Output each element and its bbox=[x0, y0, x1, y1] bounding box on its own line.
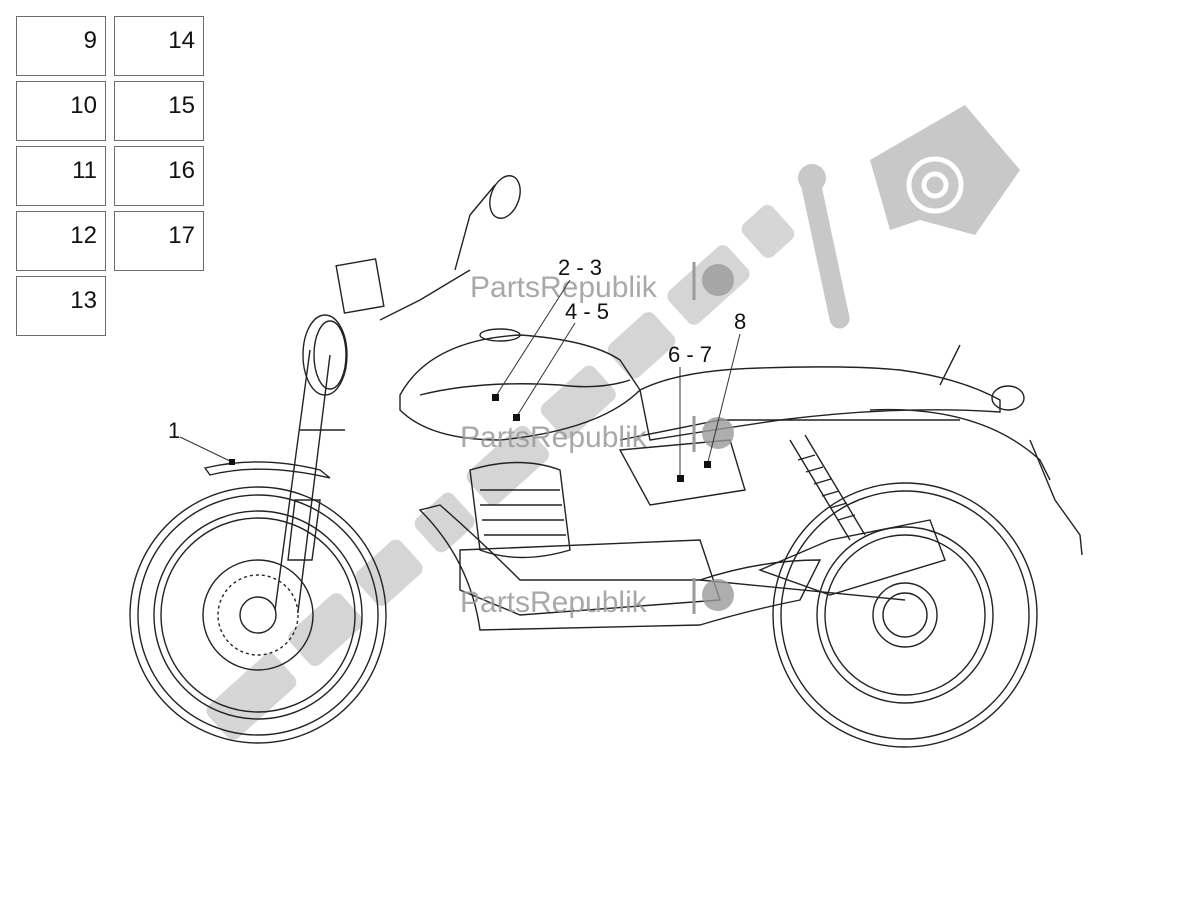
gear-icon bbox=[702, 579, 734, 611]
front-brake-disc bbox=[217, 574, 299, 656]
rear-wheel bbox=[772, 482, 1038, 748]
tank-stripe bbox=[419, 379, 631, 396]
exhaust-pipe bbox=[418, 504, 822, 631]
part-number: 14 bbox=[168, 27, 195, 54]
callout-1[interactable]: 1 bbox=[168, 418, 180, 443]
fuel-cap bbox=[479, 328, 521, 342]
leader-line-4-5 bbox=[516, 322, 576, 417]
headlight-rim bbox=[313, 320, 347, 390]
engine-crankcase bbox=[459, 539, 721, 616]
tail-light bbox=[991, 385, 1025, 411]
callouts: 1 2 - 3 4 - 5 6 - 7 8 bbox=[168, 255, 746, 482]
callout-8[interactable]: 8 bbox=[734, 309, 746, 334]
part-number: 16 bbox=[168, 157, 195, 184]
part-number: 10 bbox=[70, 92, 97, 119]
watermark-pole-top bbox=[798, 164, 826, 192]
seat bbox=[639, 366, 1001, 441]
swingarm bbox=[699, 579, 906, 601]
license-bracket bbox=[1029, 439, 1083, 556]
part-number: 15 bbox=[168, 92, 195, 119]
callout-6-7[interactable]: 6 - 7 bbox=[668, 342, 712, 367]
shock-spring bbox=[797, 454, 856, 521]
part-number: 12 bbox=[70, 222, 97, 249]
headlight bbox=[302, 314, 348, 396]
part-number: 9 bbox=[83, 27, 97, 54]
motorcycle-outline bbox=[129, 175, 1083, 748]
marker-8 bbox=[704, 461, 711, 468]
handlebar bbox=[379, 269, 471, 321]
part-box-14[interactable]: 14 bbox=[114, 16, 204, 76]
gear-icon bbox=[702, 417, 734, 449]
part-box-17[interactable]: 17 bbox=[114, 211, 204, 271]
part-box-10[interactable]: 10 bbox=[16, 81, 106, 141]
instrument-cluster bbox=[335, 258, 385, 314]
marker-1 bbox=[229, 459, 235, 465]
part-number: 11 bbox=[72, 157, 97, 184]
part-box-11[interactable]: 11 bbox=[16, 146, 106, 206]
part-number: 17 bbox=[168, 222, 195, 249]
rear-shock bbox=[789, 434, 866, 541]
callout-4-5[interactable]: 4 - 5 bbox=[565, 299, 609, 324]
mirror bbox=[489, 175, 521, 219]
watermark-inline-logos: PartsRepublik PartsRepublik PartsRepubli… bbox=[460, 262, 734, 619]
rear-fender bbox=[869, 408, 1051, 481]
engine-cylinder-head bbox=[469, 461, 571, 559]
engine-fins bbox=[480, 489, 566, 536]
watermark-flag bbox=[870, 105, 1020, 235]
muffler bbox=[758, 519, 946, 596]
part-number: 13 bbox=[70, 287, 97, 314]
front-fender bbox=[203, 461, 331, 479]
part-box-16[interactable]: 16 bbox=[114, 146, 204, 206]
marker-6-7 bbox=[677, 475, 684, 482]
part-box-15[interactable]: 15 bbox=[114, 81, 204, 141]
part-box-9[interactable]: 9 bbox=[16, 16, 106, 76]
watermark-text-bottom: PartsRepublik bbox=[460, 586, 648, 619]
leader-line-1 bbox=[179, 436, 233, 463]
front-wheel bbox=[129, 486, 387, 744]
front-fork bbox=[274, 349, 345, 613]
rear-brake-disc bbox=[872, 582, 938, 648]
part-box-12[interactable]: 12 bbox=[16, 211, 106, 271]
part-box-13[interactable]: 13 bbox=[16, 276, 106, 336]
watermark-pole bbox=[800, 171, 850, 329]
marker-2-3 bbox=[492, 394, 499, 401]
fork-slider bbox=[287, 499, 321, 561]
gear-icon bbox=[702, 264, 734, 296]
watermark-text-middle: PartsRepublik bbox=[460, 421, 648, 454]
leader-line-8 bbox=[707, 333, 741, 463]
callout-2-3[interactable]: 2 - 3 bbox=[558, 255, 602, 280]
leader-line-2-3 bbox=[495, 279, 571, 397]
watermark-gear-icon bbox=[906, 156, 964, 214]
watermark-text-top: PartsRepublik bbox=[470, 271, 658, 304]
mirror-stem bbox=[454, 184, 496, 271]
marker-4-5 bbox=[513, 414, 520, 421]
